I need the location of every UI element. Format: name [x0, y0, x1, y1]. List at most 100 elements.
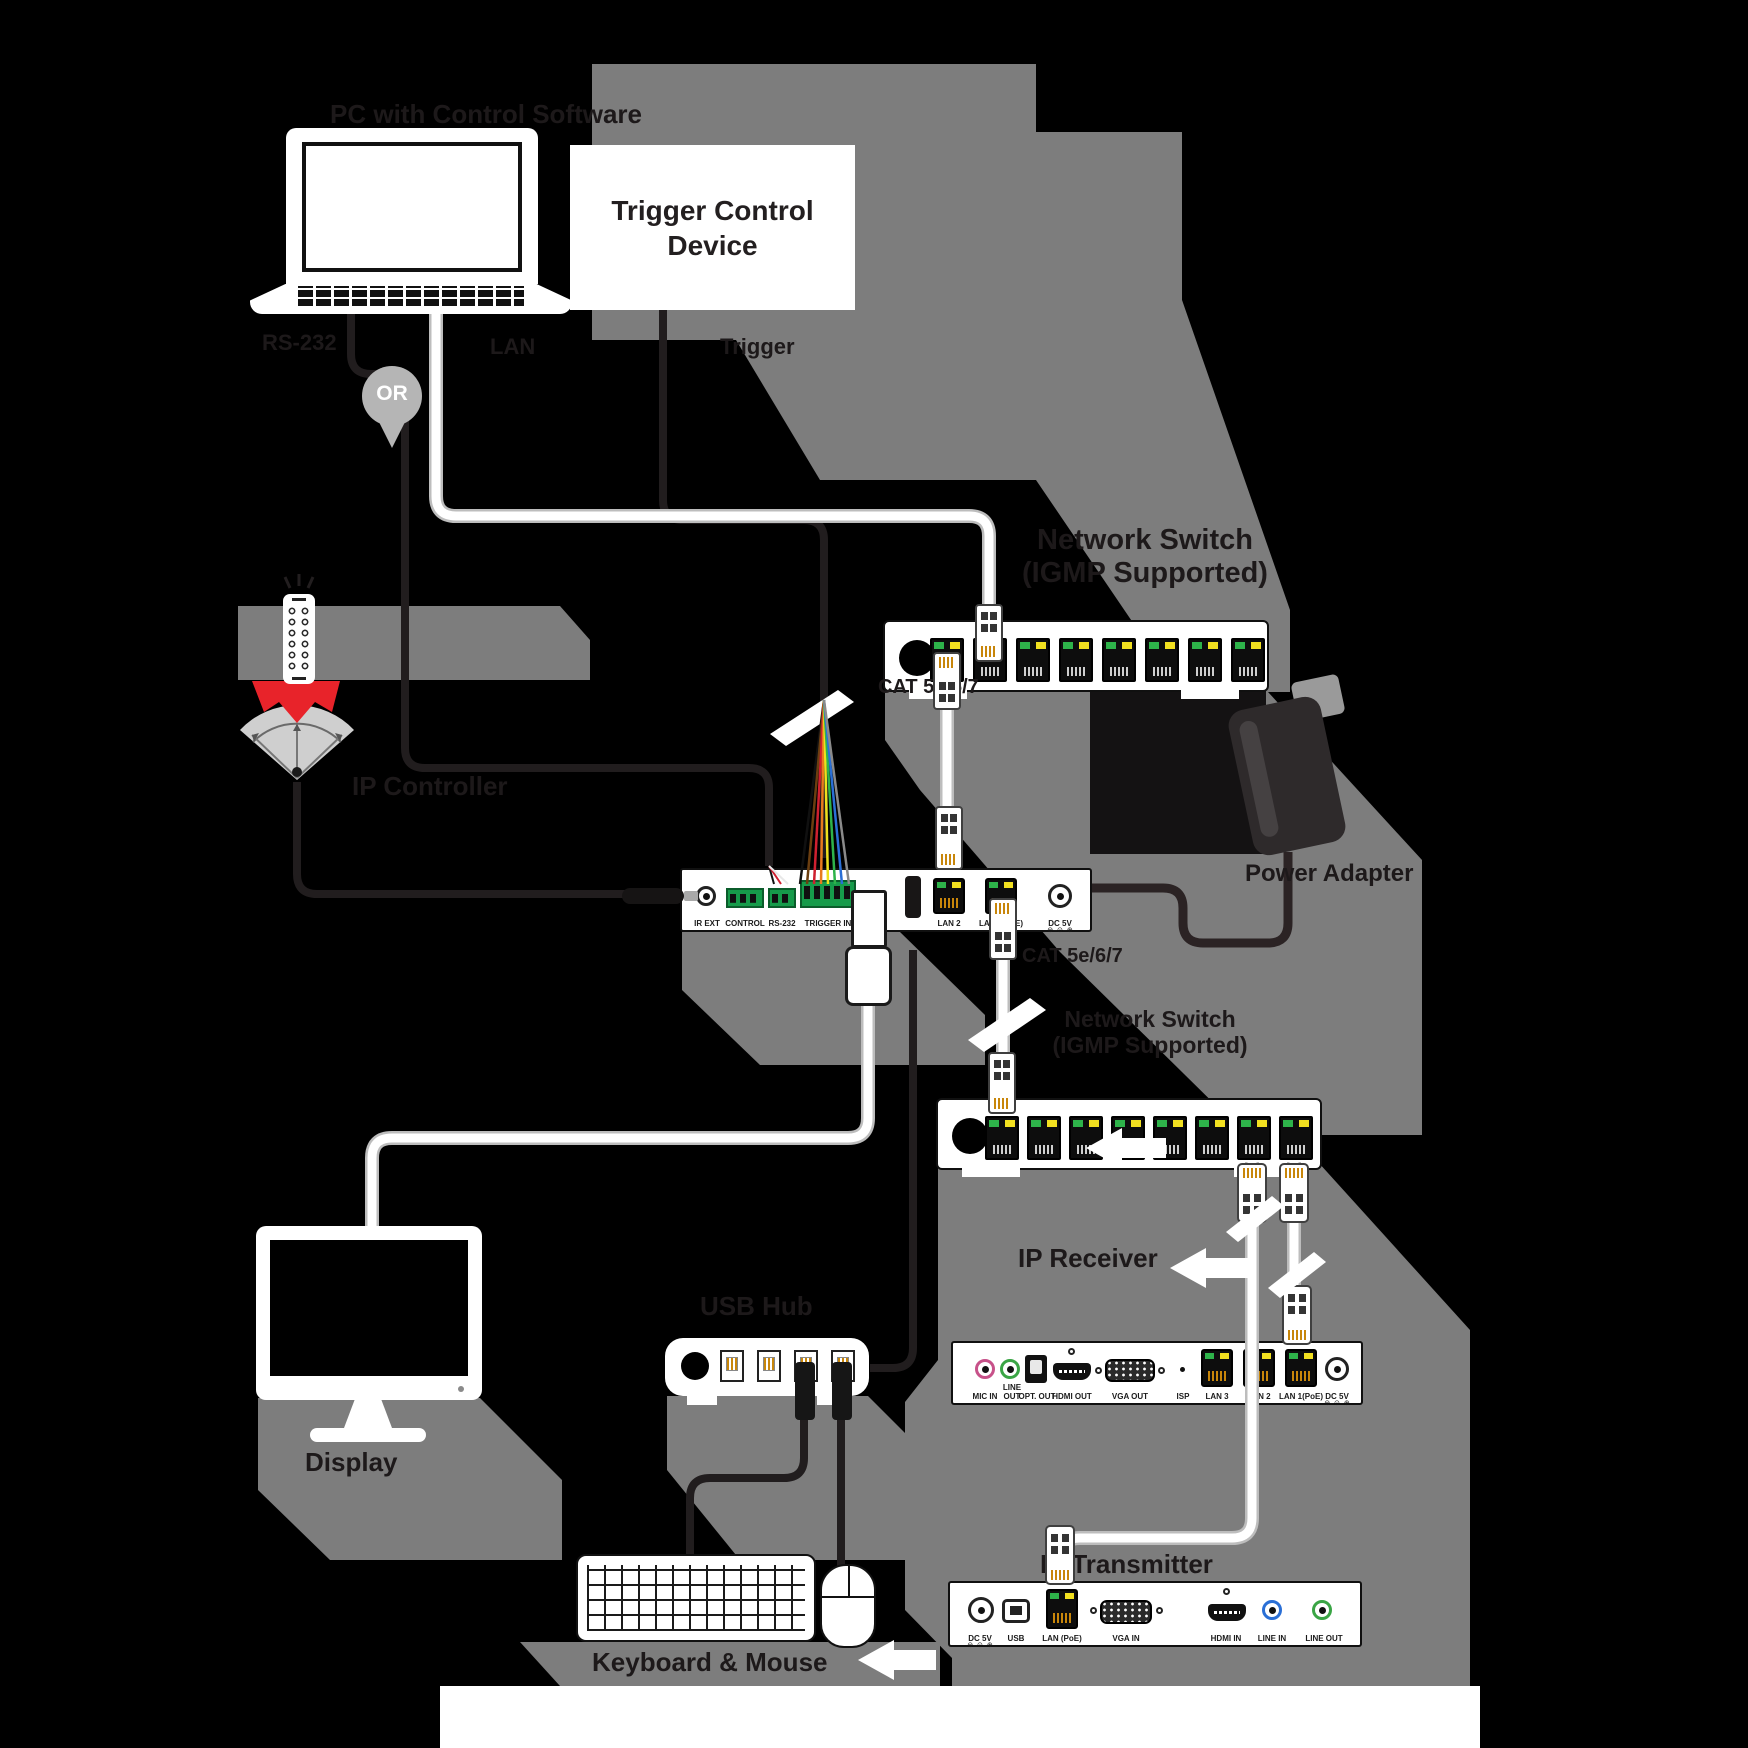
switch1-foot [1181, 690, 1239, 699]
rj45-pins [1250, 1371, 1268, 1381]
switch2-title-line1: Network Switch [1064, 1006, 1236, 1032]
rj45-pins [1067, 667, 1085, 676]
toslink-window [1030, 1360, 1042, 1374]
display-cable [367, 996, 873, 1230]
led-green-icon [1050, 1593, 1059, 1599]
ip-receiver: MIC IN LINE OUT OPT. OUT HDMI OUT VGA OU… [951, 1341, 1363, 1407]
or-balloon-label: OR [376, 382, 408, 405]
led-yellow-icon [1173, 1120, 1183, 1127]
switch1-port-4 [1059, 638, 1093, 682]
led-green-icon [1073, 1120, 1083, 1127]
monitor-base [310, 1428, 426, 1442]
ir-beam [252, 681, 340, 723]
usb-hub-cable [870, 950, 917, 1372]
control-phoenix-connector [726, 888, 764, 908]
led-yellow-icon [1005, 1120, 1015, 1127]
led-green-icon [1106, 642, 1116, 649]
led-green-icon [1063, 642, 1073, 649]
led-green-icon [937, 882, 946, 888]
port-label: IR EXT [694, 918, 720, 928]
switch2-port-1 [985, 1116, 1019, 1160]
cat-cable-label-2: CAT 5e/6/7 [1022, 945, 1123, 967]
hdmi-out-port [1053, 1363, 1091, 1380]
rj45-pins [1161, 1145, 1179, 1154]
mouse-button-divider [848, 1566, 850, 1596]
dc-polarity: ⊖–⊙–⊕ [1324, 1400, 1350, 1407]
display-label: Display [305, 1447, 398, 1477]
port-label: DC 5V [968, 1633, 992, 1643]
plug-slots [995, 932, 1011, 952]
plug-pins [995, 903, 1011, 914]
keyboard-usb-plug [795, 1362, 815, 1420]
led-green-icon [1031, 1120, 1041, 1127]
rj45-pins [1208, 1371, 1226, 1381]
port-label: TRIGGER IN [804, 918, 852, 928]
led-green-icon [989, 1120, 999, 1127]
switch1-port-8 [1231, 638, 1265, 682]
port-label: DC 5V [1048, 918, 1072, 928]
mouse [820, 1564, 876, 1648]
remote-buttons [286, 605, 312, 671]
led-yellow-icon [1304, 1353, 1313, 1359]
plug-pins [994, 1098, 1010, 1109]
led-green-icon [1020, 642, 1030, 649]
controller-lan2-port [933, 878, 965, 914]
monitor [256, 1226, 482, 1400]
vga-screw [1156, 1607, 1163, 1614]
usb-hub-label: USB Hub [700, 1291, 813, 1321]
led-yellow-icon [1208, 642, 1218, 649]
port-label: HDMI OUT [1052, 1391, 1092, 1401]
vga-screw [1095, 1367, 1102, 1374]
rj45-plug [935, 806, 963, 870]
led-yellow-icon [1131, 1120, 1141, 1127]
plug-pins [981, 646, 997, 657]
led-yellow-icon [1262, 1353, 1271, 1359]
switch1-port-5 [1102, 638, 1136, 682]
rj45-pins [1203, 1145, 1221, 1154]
port-label: USB [1007, 1633, 1025, 1643]
switch1-port-3 [1016, 638, 1050, 682]
plug-pins [939, 657, 955, 668]
mouse-body-line [822, 1596, 874, 1598]
plug-slots [981, 612, 997, 632]
power-adapter-label: Power Adapter [1245, 860, 1414, 887]
switch2-power-button [952, 1118, 988, 1154]
monitor-screen [270, 1240, 468, 1376]
vga-screw [1090, 1607, 1097, 1614]
led-green-icon [1192, 642, 1202, 649]
rj45-plug [933, 652, 961, 710]
rs232-cable-label: RS-232 [262, 330, 337, 355]
rj45-plug [989, 898, 1017, 960]
rj45-plug [975, 604, 1003, 662]
switch2-port-8 [1279, 1116, 1313, 1160]
usb-b-inner [1010, 1606, 1022, 1615]
led-yellow-icon [1065, 1593, 1074, 1599]
led-green-icon [1199, 1120, 1209, 1127]
hub-usb-port-2 [757, 1350, 781, 1382]
vga-in-port [1100, 1600, 1152, 1624]
port-label: LAN (PoE) [1042, 1633, 1082, 1643]
laptop-keyboard [298, 286, 524, 306]
led-yellow-icon [1004, 882, 1013, 888]
remote-top-mark [292, 598, 306, 601]
led-yellow-icon [1220, 1353, 1229, 1359]
port-label: RS-232 [768, 918, 796, 928]
led-yellow-icon [1215, 1120, 1225, 1127]
rj45-pins [1110, 667, 1128, 676]
port-label: LINE IN [1257, 1633, 1287, 1643]
ip-transmitter: DC 5V ⊖–⊙–⊕ USB LAN (PoE) VGA IN HDMI IN… [948, 1581, 1362, 1649]
switch2-title-line2: (IGMP Supported) [1052, 1032, 1248, 1059]
optical-out-port [1025, 1355, 1047, 1383]
mic-in-jack [975, 1359, 995, 1379]
led-yellow-icon [1036, 642, 1046, 649]
trigger-control-device-box: Trigger Control Device [570, 145, 855, 310]
rj45-pins [1024, 667, 1042, 676]
switch2-port-6 [1195, 1116, 1229, 1160]
ir-ext-jack [696, 886, 716, 906]
trigger-in-phoenix-connector [800, 880, 856, 908]
port-label: DC 5V [1325, 1391, 1349, 1401]
led-green-icon [1235, 642, 1245, 649]
screw-hole [1223, 1588, 1230, 1595]
trigger-wires [798, 699, 851, 885]
line-out-jack [1312, 1600, 1332, 1620]
